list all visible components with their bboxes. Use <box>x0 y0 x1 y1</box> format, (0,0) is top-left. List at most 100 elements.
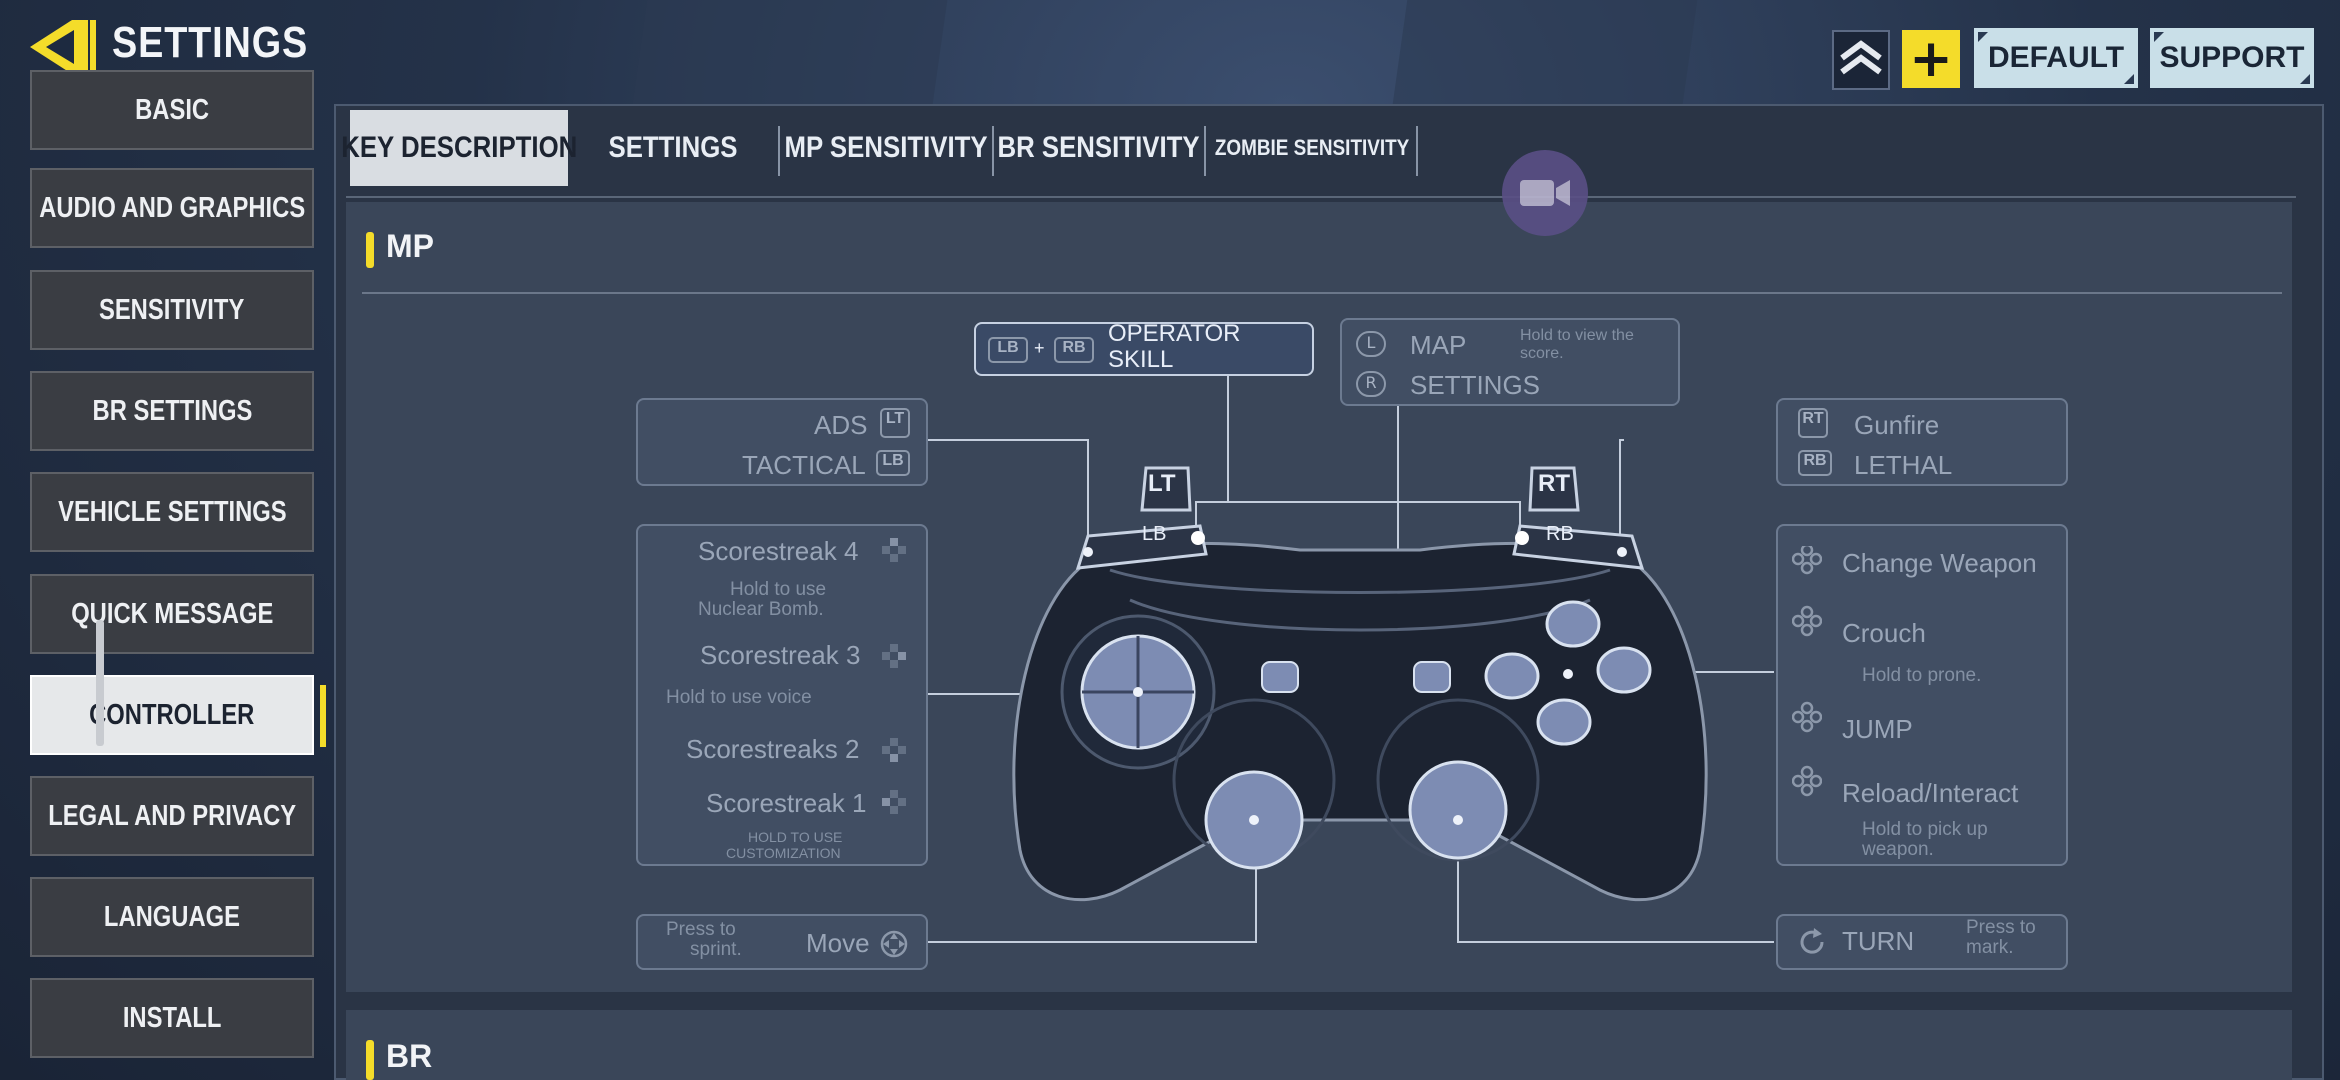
turn-hint-1: Press to <box>1966 917 2036 938</box>
lb-key-badge: LB <box>988 337 1028 363</box>
tactical-label: TACTICAL <box>742 450 866 480</box>
change-weapon-label: Change Weapon <box>1842 548 2037 578</box>
dpad-box <box>636 524 928 866</box>
move-box <box>636 914 928 970</box>
scorestreak-1-hint-2: CUSTOMIZATION <box>726 845 841 861</box>
sidebar-item-basic[interactable]: BASIC <box>30 70 314 150</box>
crouch-label: Crouch <box>1842 618 1926 648</box>
sidebar-item-label: CONTROLLER <box>89 698 255 731</box>
move-stick-icon <box>880 930 908 958</box>
tab-zombie-sensitivity[interactable]: ZOMBIE SENSITIVITY <box>1212 110 1412 186</box>
rt-key-badge: RT <box>1798 408 1828 438</box>
crouch-hint: Hold to prone. <box>1862 665 1982 686</box>
tabbar-divider <box>346 196 2296 198</box>
operator-skill-box <box>974 322 1314 376</box>
pad-label-lt: LT <box>1148 470 1176 497</box>
map-settings-box <box>1340 318 1680 406</box>
jump-label: JUMP <box>1842 714 1913 744</box>
sidebar-item-language[interactable]: LANGUAGE <box>30 877 314 957</box>
section-title-mp: MP <box>386 228 434 264</box>
pad-label-rb: RB <box>1546 523 1574 545</box>
rb-bumper <box>1512 524 1645 570</box>
tab-label: SETTINGS <box>608 131 738 164</box>
tab-mp-sensitivity[interactable]: MP SENSITIVITY <box>784 110 988 186</box>
screen-record-button[interactable] <box>1502 150 1588 236</box>
video-camera-icon <box>1520 180 1570 206</box>
tab-br-sensitivity[interactable]: BR SENSITIVITY <box>997 110 1201 186</box>
sidebar-item-legal-privacy[interactable]: LEGAL AND PRIVACY <box>30 776 314 856</box>
move-hint-2: sprint. <box>690 939 742 960</box>
scorestreak-4-label: Scorestreak 4 <box>698 536 859 566</box>
operator-skill-label-2: SKILL <box>1108 346 1174 373</box>
section-title-br: BR <box>386 1038 433 1074</box>
section-accent <box>366 232 374 268</box>
lb-bumper <box>1075 524 1208 570</box>
add-button[interactable]: + <box>1902 30 1960 88</box>
sidebar-item-controller[interactable]: CONTROLLER <box>30 675 326 755</box>
sidebar-item-label: INSTALL <box>122 1001 222 1034</box>
pad-label-lb: LB <box>1142 523 1167 545</box>
tab-separator <box>992 126 994 176</box>
face-buttons-box <box>1776 524 2068 866</box>
sidebar-item-br-settings[interactable]: BR SETTINGS <box>30 371 314 451</box>
scorestreak-1-label: Scorestreak 1 <box>706 788 867 818</box>
sidebar-item-label: BR SETTINGS <box>92 394 252 427</box>
move-hint-1: Press to <box>666 919 736 940</box>
move-label: Move <box>806 928 870 958</box>
rb-key-badge-2: RB <box>1798 450 1832 476</box>
l-key-badge: L <box>1356 331 1386 357</box>
section-divider <box>362 292 2282 294</box>
sidebar-item-label: QUICK MESSAGE <box>70 597 274 630</box>
plus-sign: + <box>1034 338 1045 358</box>
operator-skill-label-1: OPERATOR <box>1108 320 1241 347</box>
turn-box <box>1776 914 2068 970</box>
lt-key-badge: LT <box>880 408 910 438</box>
lb-key-badge-2: LB <box>876 450 910 476</box>
ads-label: ADS <box>814 410 868 440</box>
dpad-direction-icons <box>882 538 906 814</box>
rb-key-badge: RB <box>1054 337 1094 363</box>
sidebar-item-label: SENSITIVITY <box>99 293 245 326</box>
tab-label: KEY DESCRIPTION <box>340 131 578 164</box>
scorestreak-1-hint-1: HOLD TO USE <box>748 829 843 845</box>
tab-settings[interactable]: SETTINGS <box>590 110 756 186</box>
tab-label: MP SENSITIVITY <box>784 131 988 164</box>
sidebar-item-quick-message[interactable]: QUICK MESSAGE <box>30 574 314 654</box>
tab-separator <box>1416 126 1418 176</box>
tab-label: BR SENSITIVITY <box>997 131 1201 164</box>
map-hint-1: Hold to view the <box>1520 327 1634 344</box>
sidebar-item-install[interactable]: INSTALL <box>30 978 314 1058</box>
tab-separator <box>778 126 780 176</box>
sidebar-item-audio-graphics[interactable]: AUDIO AND GRAPHICS <box>30 168 314 248</box>
support-button[interactable]: SUPPORT <box>2150 28 2314 88</box>
reload-hint-2: weapon. <box>1862 839 1934 860</box>
gunfire-label: Gunfire <box>1854 410 1940 440</box>
sidebar-scrollbar[interactable] <box>96 620 104 746</box>
back-button[interactable] <box>26 16 98 78</box>
tab-separator <box>1204 126 1206 176</box>
reload-label: Reload/Interact <box>1842 778 2019 808</box>
sidebar-item-sensitivity[interactable]: SENSITIVITY <box>30 270 314 350</box>
scorestreak-3-hint: Hold to use voice <box>666 687 812 708</box>
default-button[interactable]: DEFAULT <box>1974 28 2138 88</box>
turn-rotate-icon <box>1800 928 1824 954</box>
rank-icon[interactable] <box>1832 30 1890 90</box>
default-button-label: DEFAULT <box>1987 41 2125 74</box>
sidebar-item-label: LANGUAGE <box>103 900 241 933</box>
br-section <box>346 1010 2292 1080</box>
back-arrow-icon <box>30 20 96 74</box>
scorestreak-2-label: Scorestreaks 2 <box>686 734 860 764</box>
scorestreak-3-label: Scorestreak 3 <box>700 640 861 670</box>
section-accent <box>366 1040 374 1080</box>
settings-label: SETTINGS <box>1410 370 1541 400</box>
r-key-badge: R <box>1356 371 1386 397</box>
support-button-label: SUPPORT <box>2159 41 2305 74</box>
sidebar-item-vehicle-settings[interactable]: VEHICLE SETTINGS <box>30 472 314 552</box>
tab-label: ZOMBIE SENSITIVITY <box>1214 135 1410 160</box>
tab-key-description[interactable]: KEY DESCRIPTION <box>341 110 577 186</box>
scorestreak-4-hint-2: Nuclear Bomb. <box>698 599 824 620</box>
sidebar-item-label: BASIC <box>134 93 209 126</box>
page-title: SETTINGS <box>112 18 309 67</box>
map-label: MAP <box>1410 330 1467 360</box>
scorestreak-4-hint-1: Hold to use <box>730 579 827 600</box>
